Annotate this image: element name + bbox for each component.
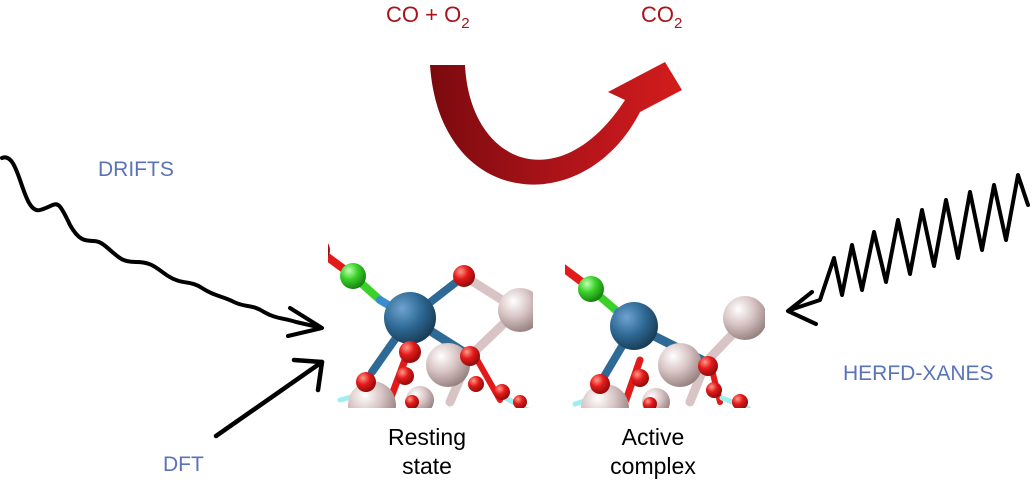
dft-label: DFT [163,453,204,476]
drifts-wave-arrow [0,155,324,338]
resting-caption-line1: Resting [388,424,466,450]
herfd-xanes-wave-arrow [786,173,1030,326]
reactant-label: CO + O2 [386,2,470,32]
active-caption-line1: Active [622,424,685,450]
active-caption-line2: complex [610,453,696,479]
resting-state-structure [328,243,533,408]
resting-caption-line2: state [402,453,452,479]
herfd-xanes-label: HERFD-XANES [843,362,994,385]
product-label: CO2 [641,2,682,32]
catalytic-cycle-arrow [430,62,682,185]
active-complex-structure [565,264,765,408]
drifts-label: DRIFTS [98,158,174,181]
dft-arrow [213,357,325,439]
